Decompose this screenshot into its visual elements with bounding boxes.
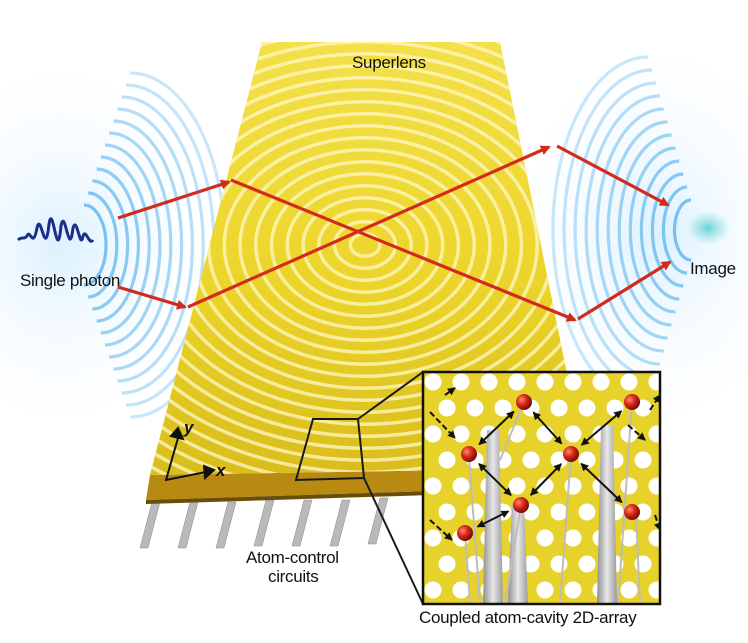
atom-icon bbox=[624, 394, 640, 410]
hole-icon bbox=[452, 373, 470, 391]
hole-icon bbox=[466, 503, 484, 521]
ray-arrow-icon bbox=[577, 260, 672, 321]
hole-icon bbox=[438, 555, 456, 573]
photon-wave-icon bbox=[16, 217, 95, 243]
hole-icon bbox=[564, 477, 582, 495]
hole-icon bbox=[564, 529, 582, 547]
hole-icon bbox=[578, 555, 596, 573]
hole-icon bbox=[424, 581, 442, 599]
hole-icon bbox=[578, 399, 596, 417]
hole-icon bbox=[536, 581, 554, 599]
hole-icon bbox=[466, 555, 484, 573]
hole-icon bbox=[536, 373, 554, 391]
atom-icon bbox=[516, 394, 532, 410]
axis-icon bbox=[164, 426, 216, 482]
hole-icon bbox=[480, 373, 498, 391]
hole-icon bbox=[648, 477, 660, 495]
hole-icon bbox=[550, 555, 568, 573]
hole-icon bbox=[550, 503, 568, 521]
hole-icon bbox=[663, 452, 680, 469]
hole-icon bbox=[592, 373, 610, 391]
hole-icon bbox=[620, 373, 638, 391]
superlens-label: Superlens bbox=[352, 53, 426, 72]
hole-icon bbox=[508, 373, 526, 391]
atom-icon bbox=[461, 446, 477, 462]
axis-x-label: x bbox=[216, 461, 226, 480]
atom-icon bbox=[457, 525, 473, 541]
hole-icon bbox=[564, 581, 582, 599]
hole-icon bbox=[424, 425, 442, 443]
hole-icon bbox=[550, 399, 568, 417]
ray-arrow-icon bbox=[556, 144, 670, 207]
hole-icon bbox=[663, 556, 680, 573]
hole-icon bbox=[424, 477, 442, 495]
hole-icon bbox=[620, 581, 638, 599]
atom-control-label: Atom-control bbox=[246, 548, 339, 567]
ray-arrow-icon bbox=[117, 179, 231, 220]
hole-icon bbox=[536, 425, 554, 443]
circuits-label: circuits bbox=[268, 567, 319, 586]
single-photon-label: Single photon bbox=[20, 271, 121, 290]
ray-arrow-icon bbox=[187, 145, 551, 309]
hole-icon bbox=[438, 503, 456, 521]
hole-icon bbox=[438, 399, 456, 417]
hole-icon bbox=[522, 451, 540, 469]
hole-icon bbox=[522, 555, 540, 573]
hole-icon bbox=[648, 529, 660, 547]
hole-icon bbox=[424, 373, 442, 391]
hole-icon bbox=[606, 399, 624, 417]
inset-caption: Coupled atom-cavity 2D-array bbox=[419, 608, 637, 627]
control-pins bbox=[139, 497, 389, 549]
hole-icon bbox=[620, 529, 638, 547]
hole-icon bbox=[648, 373, 660, 391]
hole-icon bbox=[452, 581, 470, 599]
hole-icon bbox=[663, 504, 680, 521]
hole-icon bbox=[438, 451, 456, 469]
hole-icon bbox=[494, 399, 512, 417]
zoom-region bbox=[294, 371, 424, 605]
atom-icon bbox=[563, 446, 579, 462]
hole-icon bbox=[578, 451, 596, 469]
axis-y-label: y bbox=[184, 418, 194, 437]
hole-icon bbox=[466, 399, 484, 417]
hole-icon bbox=[452, 477, 470, 495]
hole-icon bbox=[424, 529, 442, 547]
hole-icon bbox=[564, 373, 582, 391]
hole-icon bbox=[452, 425, 470, 443]
hole-icon bbox=[564, 425, 582, 443]
hole-icon bbox=[634, 451, 652, 469]
inset-array bbox=[421, 370, 680, 606]
image-label: Image bbox=[690, 259, 736, 278]
hole-icon bbox=[508, 477, 526, 495]
hole-icon bbox=[620, 477, 638, 495]
hole-icon bbox=[578, 503, 596, 521]
hole-icon bbox=[536, 529, 554, 547]
atom-icon bbox=[624, 504, 640, 520]
ray-arrow-icon bbox=[117, 285, 187, 310]
atom-icon bbox=[513, 497, 529, 513]
rays bbox=[117, 144, 672, 322]
ray-arrow-icon bbox=[230, 178, 577, 322]
image-spot bbox=[682, 208, 734, 248]
hole-icon bbox=[648, 425, 660, 443]
hole-icon bbox=[648, 581, 660, 599]
